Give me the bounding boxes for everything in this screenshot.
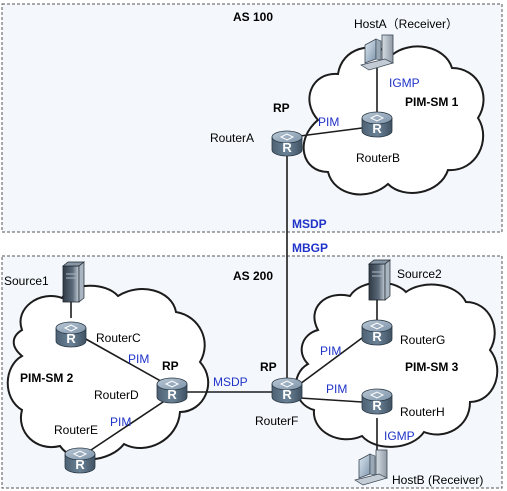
router-f-icon[interactable] <box>271 377 303 404</box>
router-c-icon[interactable] <box>55 321 87 348</box>
msdp-inter-label: MSDP <box>292 217 327 231</box>
router-b-icon[interactable] <box>361 111 393 138</box>
source1-label: Source1 <box>4 274 49 288</box>
pim-fh-label: PIM <box>326 382 347 396</box>
link-f-g <box>299 337 363 385</box>
link-f-h <box>299 397 363 403</box>
router-a-rp-label: RP <box>273 101 290 115</box>
igmp-a-label: IGMP <box>389 76 420 90</box>
pim-sm-3-label: PIM-SM 3 <box>405 360 459 374</box>
pim-cd-label: PIM <box>128 352 149 366</box>
router-f-label: RouterF <box>255 414 298 428</box>
source2-server-icon[interactable] <box>368 259 391 301</box>
as-200-label: AS 200 <box>233 269 273 283</box>
pim-sm-2-label: PIM-SM 2 <box>20 371 74 385</box>
source2-label: Source2 <box>397 267 442 281</box>
igmp-b-label: IGMP <box>384 429 415 443</box>
hostb-label: HostB (Receiver) <box>392 473 483 487</box>
router-h-icon[interactable] <box>361 388 393 415</box>
router-g-icon[interactable] <box>361 319 393 346</box>
router-b-label: RouterB <box>356 151 400 165</box>
msdp-df-label: MSDP <box>213 375 248 389</box>
router-f-rp-label: RP <box>260 360 277 374</box>
pim-sm-1-label: PIM-SM 1 <box>405 95 459 109</box>
link-d-e <box>87 399 167 453</box>
router-a-label: RouterA <box>210 131 254 145</box>
router-h-label: RouterH <box>400 405 445 419</box>
pim-ab-label: PIM <box>318 115 339 129</box>
router-e-label: RouterE <box>54 423 98 437</box>
router-e-icon[interactable] <box>64 447 96 474</box>
router-d-icon[interactable] <box>156 377 188 404</box>
mbgp-inter-label: MBGP <box>292 241 328 255</box>
pim-de-label: PIM <box>110 415 131 429</box>
link-c-d <box>83 337 167 385</box>
hosta-label: HostA（Receiver） <box>354 17 458 31</box>
as-100-label: AS 100 <box>233 10 273 24</box>
router-c-label: RouterC <box>96 331 141 345</box>
pim-sm-1-cloud <box>302 45 485 196</box>
source1-server-icon[interactable] <box>62 261 85 303</box>
links <box>70 68 378 454</box>
router-a-icon[interactable] <box>271 130 303 157</box>
router-g-label: RouterG <box>400 333 445 347</box>
link-a-b <box>299 127 363 137</box>
router-d-rp-label: RP <box>162 359 179 373</box>
router-d-label: RouterD <box>94 388 139 402</box>
pim-fg-label: PIM <box>320 344 341 358</box>
